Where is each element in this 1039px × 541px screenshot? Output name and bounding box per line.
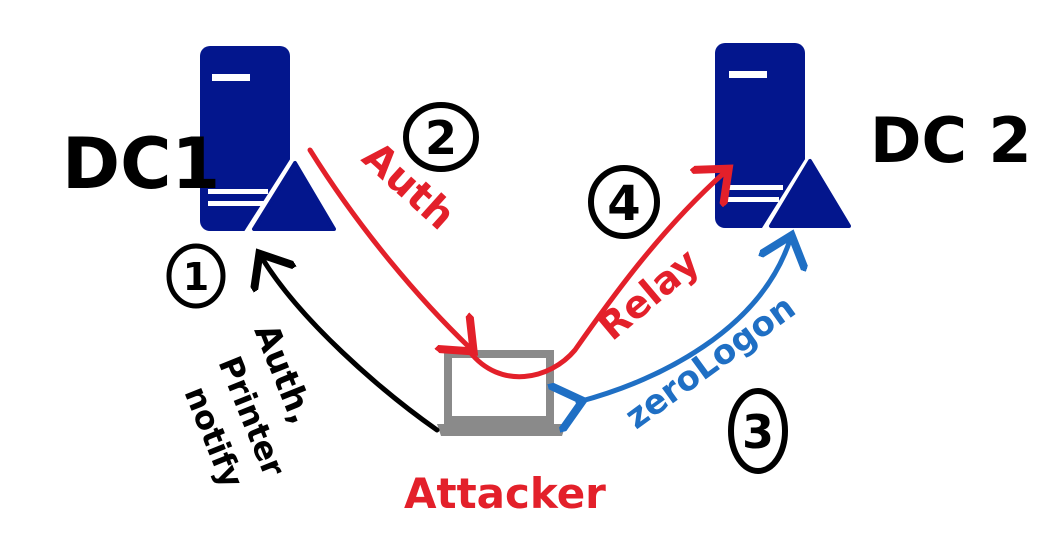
step4-label: Relay: [590, 240, 708, 349]
dc2-server-icon: [715, 43, 856, 236]
step2-badge: 2: [403, 102, 479, 172]
step3-badge: 3: [728, 388, 788, 474]
attacker-label: Attacker: [404, 469, 606, 518]
step1-badge: 1: [166, 243, 226, 309]
step4-badge: 4: [588, 165, 660, 239]
step2-number: 2: [425, 111, 457, 165]
step2-arrow: [307, 147, 470, 348]
step1-arrow: [262, 258, 440, 433]
dc1-label: DC1: [62, 123, 220, 205]
step4-number: 4: [607, 176, 640, 232]
step3-arrow: [578, 240, 790, 402]
step3-number: 3: [742, 405, 774, 459]
dc1-server-icon: [200, 46, 340, 238]
step1-number: 1: [183, 255, 209, 299]
attacker-laptop-icon: [437, 350, 566, 436]
dc2-label: DC 2: [870, 104, 1032, 177]
